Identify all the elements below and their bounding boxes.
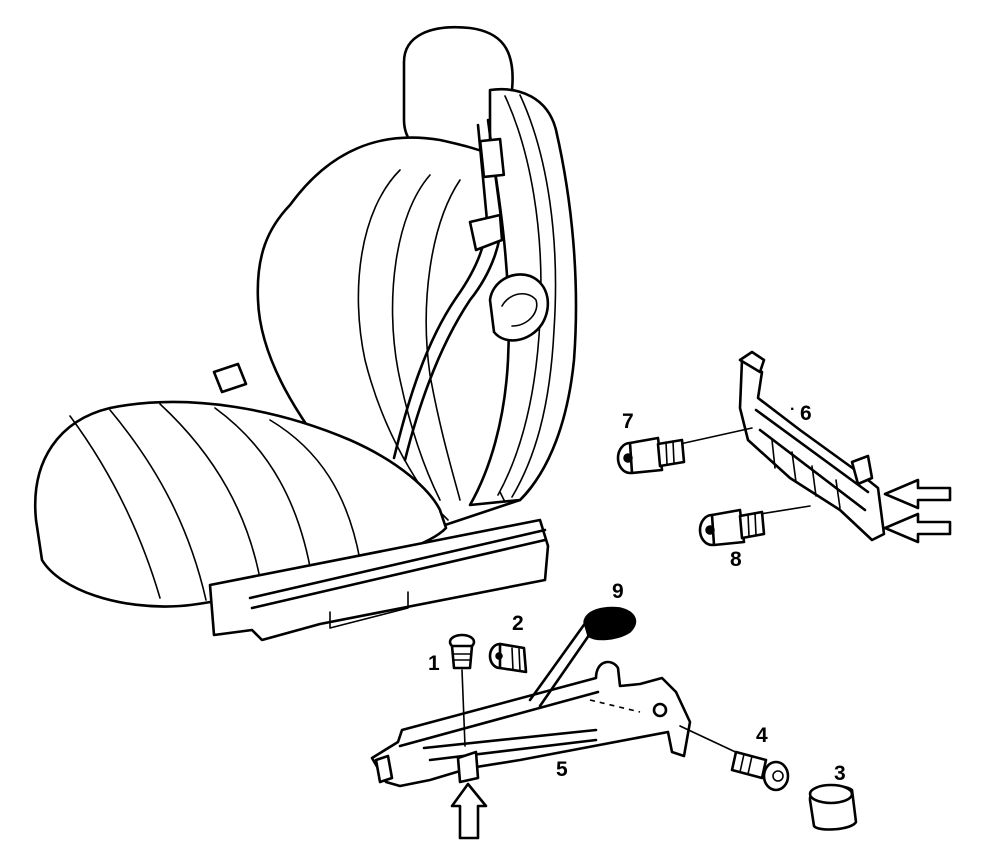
part-7-bolt [616,427,753,475]
callout-2: 2 [512,612,524,635]
callout-1: 1 [428,652,440,675]
arrow-up-icon [450,782,488,840]
part-2-plug [488,642,528,674]
callout-4: 4 [756,724,768,747]
seat-cushion [33,400,448,608]
part-3-cap [808,783,858,831]
part-4-bolt [679,725,790,792]
lever-rod [528,620,588,702]
seat-illustration [33,25,578,642]
part-5-bracket [370,660,692,788]
recline-knob [488,273,550,342]
callout-3: 3 [834,762,846,785]
part-8-bolt [698,505,811,547]
callout-9: 9 [612,580,624,603]
arrow-icon [883,512,952,544]
callout-5: 5 [556,758,568,781]
dot-marker: · [790,401,795,418]
part-9-handle [583,606,637,641]
callout-7: 7 [622,410,634,433]
callout-6: 6 [800,402,812,425]
callout-8: 8 [730,548,742,571]
part-6-bracket [738,350,886,542]
part-1-screw [448,633,476,747]
arrow-icon [883,478,952,510]
